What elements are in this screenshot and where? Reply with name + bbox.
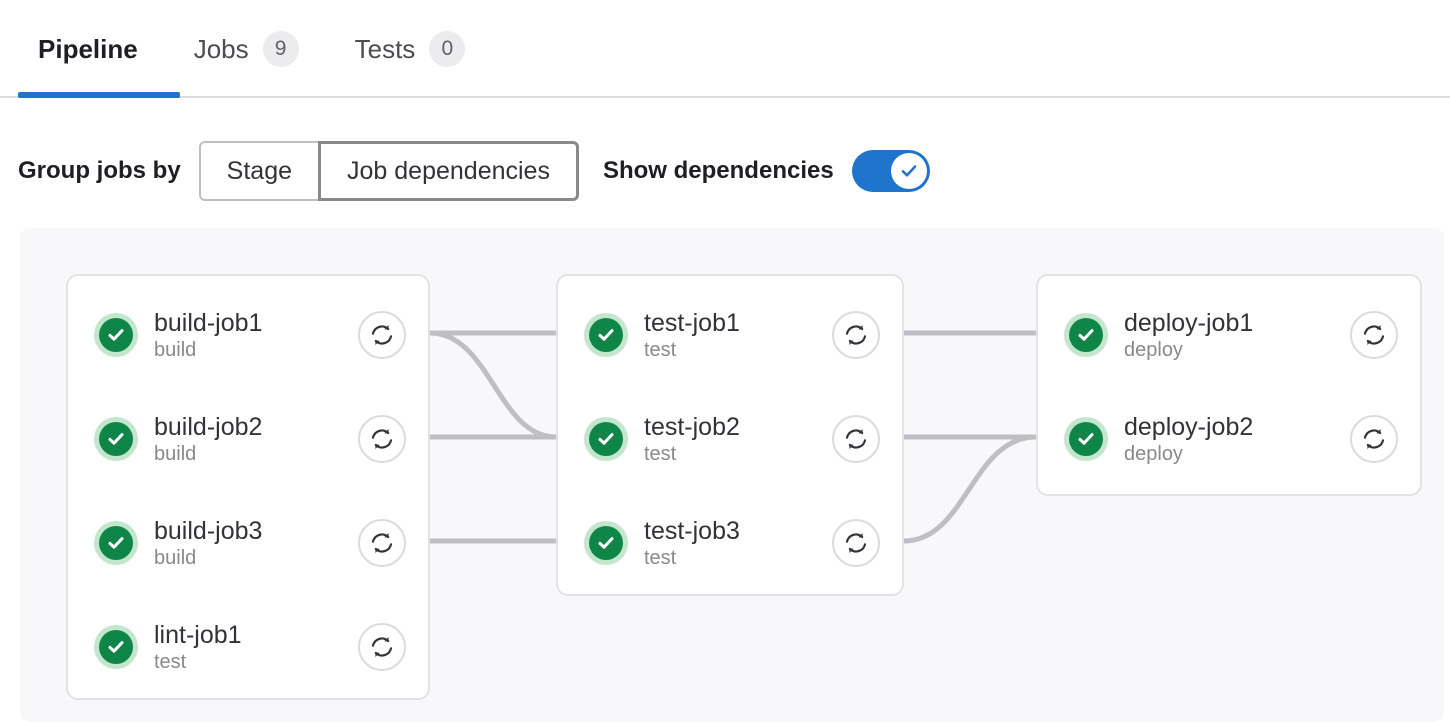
job-stage: build — [154, 338, 197, 361]
status-success-icon — [584, 417, 628, 461]
job-info: build-job2 build — [154, 412, 358, 467]
job-info: deploy-job2 deploy — [1124, 412, 1350, 467]
job-stage: build — [154, 546, 197, 569]
retry-button[interactable] — [358, 415, 406, 463]
retry-button[interactable] — [1350, 415, 1398, 463]
job-stage: deploy — [1124, 442, 1183, 465]
retry-button[interactable] — [358, 623, 406, 671]
link-test-job3-deploy-job2 — [903, 434, 1037, 544]
toggle-knob — [890, 153, 927, 189]
retry-button[interactable] — [832, 415, 880, 463]
retry-icon — [843, 426, 869, 452]
job-stage: test — [644, 546, 677, 569]
job-info: test-job3 test — [644, 516, 832, 571]
job-info: build-job1 build — [154, 308, 358, 363]
job-card-deploy-job2[interactable]: deploy-job2 deploy — [1038, 404, 1420, 474]
group-by-segmented-control: Stage Job dependencies — [198, 141, 579, 201]
pipeline-graph: build-job1 build — [20, 228, 1444, 722]
retry-icon — [1361, 322, 1387, 348]
retry-icon — [843, 322, 869, 348]
link-build-job1-test-job2 — [429, 330, 557, 440]
job-card-build-job2[interactable]: build-job2 build — [68, 404, 428, 474]
status-success-icon — [94, 313, 138, 357]
tab-pipeline[interactable]: Pipeline — [18, 22, 166, 76]
job-info: test-job1 test — [644, 308, 832, 363]
job-stage: test — [644, 442, 677, 465]
status-success-icon — [1064, 417, 1108, 461]
group-by-job-dependencies-button[interactable]: Job dependencies — [318, 141, 579, 201]
job-name: test-job2 — [644, 412, 740, 441]
retry-button[interactable] — [832, 311, 880, 359]
tab-jobs-count-badge: 9 — [262, 31, 299, 67]
retry-button[interactable] — [358, 311, 406, 359]
check-icon — [899, 161, 919, 181]
job-name: deploy-job2 — [1124, 412, 1254, 441]
job-info: deploy-job1 deploy — [1124, 308, 1350, 363]
retry-icon — [843, 530, 869, 556]
status-success-icon — [94, 417, 138, 461]
pipeline-tab-bar: Pipeline Jobs 9 Tests 0 — [0, 0, 1450, 98]
job-card-deploy-job1[interactable]: deploy-job1 deploy — [1038, 300, 1420, 370]
job-name: deploy-job1 — [1124, 308, 1254, 337]
status-success-icon — [94, 521, 138, 565]
tab-tests-count-badge: 0 — [429, 31, 466, 67]
retry-icon — [369, 634, 395, 660]
job-name: build-job1 — [154, 308, 263, 337]
job-name: build-job2 — [154, 412, 263, 441]
group-by-stage-button[interactable]: Stage — [198, 141, 319, 201]
job-name: build-job3 — [154, 516, 263, 545]
test-column: test-job1 test — [556, 274, 904, 596]
job-card-build-job1[interactable]: build-job1 build — [68, 300, 428, 370]
tab-jobs-label: Jobs — [193, 33, 249, 64]
deploy-column: deploy-job1 deploy — [1036, 274, 1422, 496]
build-column: build-job1 build — [66, 274, 430, 700]
job-info: lint-job1 test — [154, 620, 358, 675]
job-card-test-job1[interactable]: test-job1 test — [558, 300, 902, 370]
graph-controls: Group jobs by Stage Job dependencies Sho… — [18, 140, 930, 202]
group-jobs-by-label: Group jobs by — [18, 157, 181, 184]
active-tab-indicator — [18, 92, 180, 98]
show-dependencies-toggle[interactable] — [851, 150, 930, 192]
tab-tests-label: Tests — [354, 33, 416, 64]
retry-button[interactable] — [1350, 311, 1398, 359]
job-name: test-job1 — [644, 308, 740, 337]
tab-list: Pipeline Jobs 9 Tests 0 — [18, 22, 493, 76]
status-success-icon — [94, 625, 138, 669]
job-info: build-job3 build — [154, 516, 358, 571]
job-card-test-job2[interactable]: test-job2 test — [558, 404, 902, 474]
tab-tests[interactable]: Tests 0 — [327, 22, 494, 76]
job-card-lint-job1[interactable]: lint-job1 test — [68, 612, 428, 682]
retry-button[interactable] — [832, 519, 880, 567]
status-success-icon — [584, 313, 628, 357]
retry-button[interactable] — [358, 519, 406, 567]
tab-pipeline-label: Pipeline — [38, 33, 138, 64]
job-card-build-job3[interactable]: build-job3 build — [68, 508, 428, 578]
job-stage: deploy — [1124, 338, 1183, 361]
show-dependencies-control: Show dependencies — [603, 150, 930, 192]
job-name: test-job3 — [644, 516, 740, 545]
job-stage: build — [154, 442, 197, 465]
status-success-icon — [1064, 313, 1108, 357]
status-success-icon — [584, 521, 628, 565]
retry-icon — [369, 530, 395, 556]
job-stage: test — [644, 338, 677, 361]
show-dependencies-label: Show dependencies — [602, 157, 834, 184]
job-name: lint-job1 — [154, 620, 242, 649]
job-card-test-job3[interactable]: test-job3 test — [558, 508, 902, 578]
tab-jobs[interactable]: Jobs 9 — [166, 22, 327, 76]
retry-icon — [369, 426, 395, 452]
retry-icon — [369, 322, 395, 348]
job-stage: test — [154, 650, 187, 673]
job-info: test-job2 test — [644, 412, 832, 467]
retry-icon — [1361, 426, 1387, 452]
